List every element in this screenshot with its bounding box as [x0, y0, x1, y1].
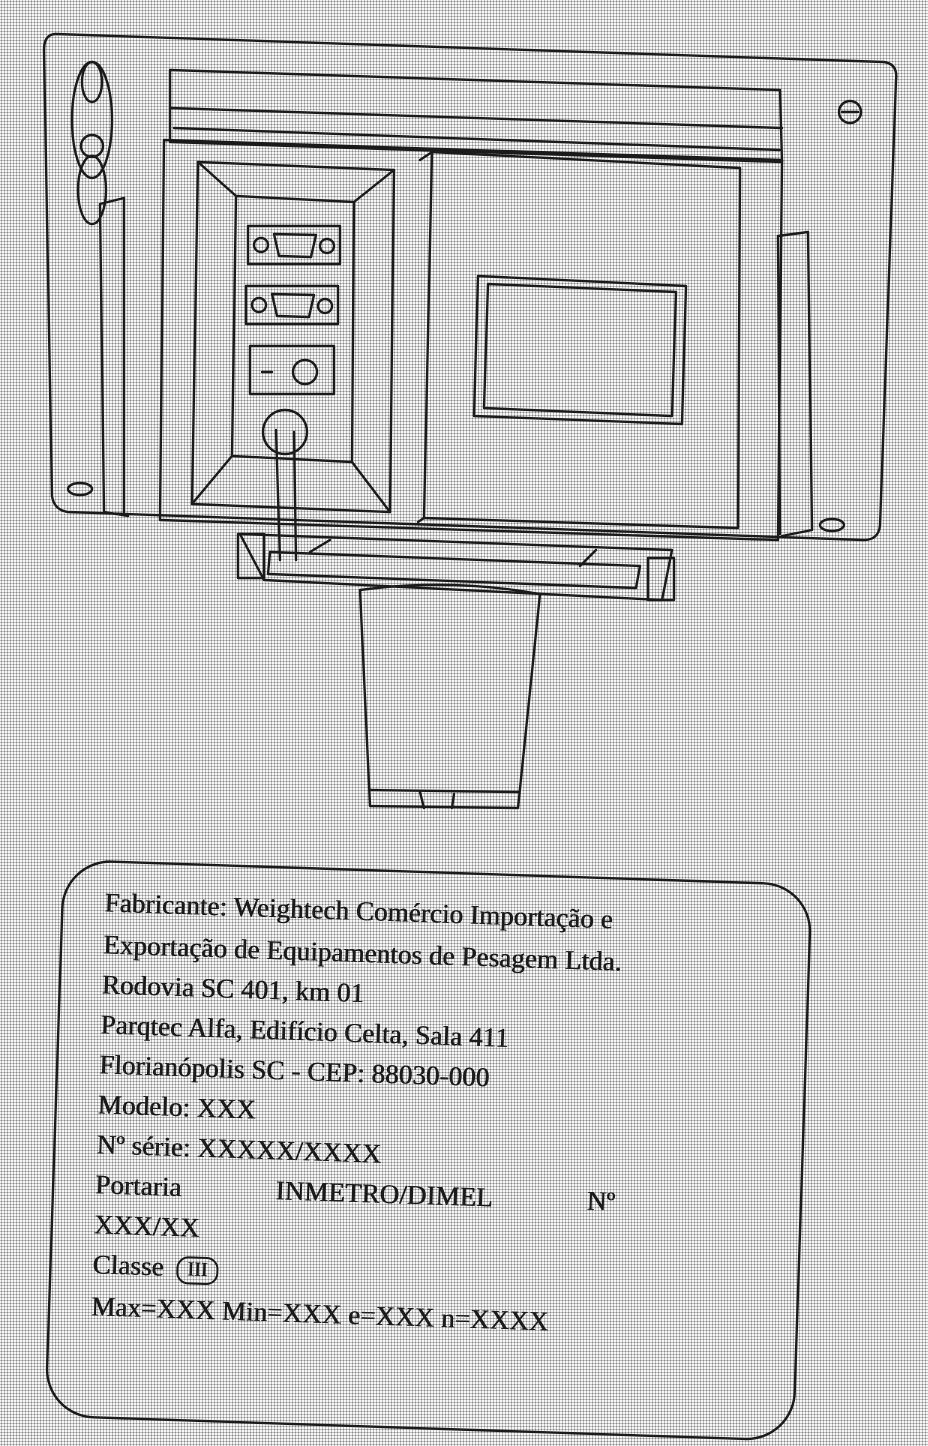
- cable-gland: [261, 408, 309, 456]
- portaria-word: Portaria: [94, 1169, 182, 1203]
- serial-port-1: [246, 224, 342, 266]
- portaria-number-sign: Nº: [586, 1185, 616, 1217]
- class-label: Classe: [92, 1249, 165, 1282]
- portaria-value: XXX/XX: [93, 1209, 200, 1243]
- right-panel: [422, 150, 742, 530]
- power-cable: [274, 428, 298, 562]
- identification-label: Fabricante: Weightech Comércio Importaçã…: [43, 858, 813, 1443]
- screw-bottom-left: [66, 481, 94, 497]
- column-pole: [358, 583, 542, 810]
- power-switch: [248, 344, 336, 396]
- right-bracket: [776, 230, 814, 538]
- model-line: Modelo: XXX: [97, 1089, 257, 1125]
- pole-holder: [70, 60, 114, 180]
- left-bracket: [98, 196, 130, 518]
- base-mount: [238, 532, 674, 602]
- class-line: Classe III: [92, 1249, 219, 1286]
- label-border: [45, 860, 812, 1441]
- screw-top-right: [837, 99, 863, 125]
- class-mark: III: [175, 1255, 219, 1286]
- inner-frame: [158, 138, 784, 542]
- top-band: [168, 68, 784, 164]
- display-window: [472, 274, 688, 426]
- serial-port-2: [244, 284, 340, 326]
- housing-outline: [42, 32, 898, 542]
- screw-bottom-right: [818, 517, 846, 533]
